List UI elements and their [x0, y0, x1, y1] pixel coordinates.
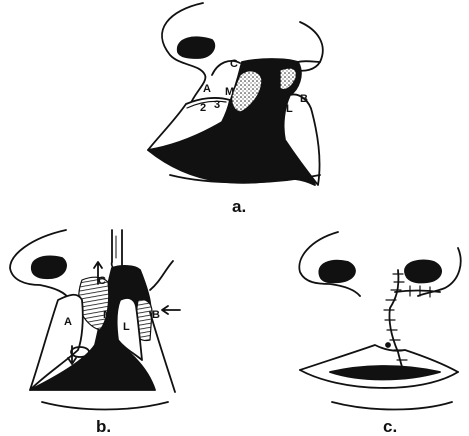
panel-b-left-arrow: [162, 306, 180, 314]
panel-b-label-c: C: [98, 275, 106, 287]
panel-c-knot: [386, 343, 390, 347]
panel-a-label-2: 2: [200, 102, 206, 114]
panel-c-repair-line: [389, 270, 404, 372]
panel-a-right-border: [298, 61, 320, 62]
panel-b-label-a: A: [64, 316, 72, 328]
panel-a-label-3: 3: [214, 99, 220, 111]
panel-c: [299, 232, 460, 410]
panel-b-label-b: B: [152, 309, 160, 321]
panel-c-right-nostril: [405, 260, 441, 282]
panel-b-label-m: M: [103, 309, 112, 321]
panel-a-label-b: B: [300, 93, 308, 105]
panel-b-right-ala: [150, 261, 173, 290]
panel-b-right-face: [150, 312, 175, 392]
panel-a-label-a: A: [203, 83, 211, 95]
panel-c-nasal-floor-line: [395, 291, 440, 293]
panel-c-sutures: [384, 274, 430, 360]
panel-b-label-l: L: [123, 321, 130, 333]
panel-a-label-c: C: [230, 58, 238, 70]
panel-c-caption: c.: [383, 417, 397, 436]
panel-b-caption: b.: [96, 417, 111, 436]
panel-b-left-nostril: [32, 257, 66, 279]
panel-c-chin-line: [332, 402, 452, 410]
panel-c-labels: c.: [383, 417, 397, 436]
panel-a: [148, 3, 323, 185]
panel-a-left-nostril: [178, 37, 215, 58]
panel-c-left-nostril: [319, 261, 355, 283]
panel-b-columella: [112, 230, 122, 270]
panel-b-chin-line: [42, 402, 168, 410]
panel-a-label-m: M: [225, 86, 234, 98]
panel-c-mouth-dark: [330, 366, 440, 380]
panel-a-caption: a.: [232, 197, 246, 216]
panel-a-label-l: L: [286, 103, 293, 115]
